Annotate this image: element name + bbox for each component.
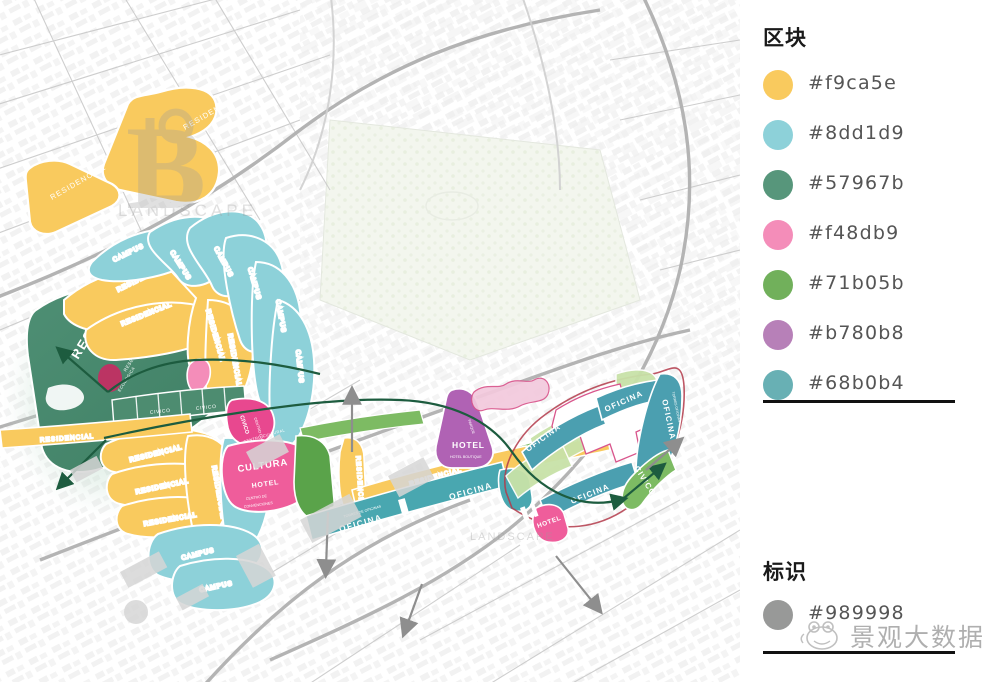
svg-text:HOTEL: HOTEL <box>452 440 485 450</box>
legend-row-marker[interactable]: #989998 <box>740 596 1000 640</box>
legend-row-oficina[interactable]: #68b0b4 <box>740 362 1000 412</box>
swatch-label-oficina: #68b0b4 <box>808 372 905 394</box>
zone-residencial-north: RESIDENCIAL RESIDENCIAL <box>24 86 241 236</box>
zone-residencial-fan-lower: RESIDENCIAL RESIDENCIAL RESIDENCIAL RESI… <box>99 428 234 542</box>
svg-text:PARQUE: PARQUE <box>467 419 476 435</box>
swatch-campus <box>763 120 793 150</box>
masterplan-map[interactable]: RESIDENCIAL RESIDENCIAL RESERVA CIVICO R… <box>0 0 740 682</box>
legend-zone-list: #f9ca5e #8dd1d9 #57967b #f48db9 #71b05b <box>740 62 1000 412</box>
swatch-label-hotel: #b780b8 <box>808 322 905 344</box>
legend-zone-title: 区块 <box>763 26 807 50</box>
swatch-label-marker: #989998 <box>808 602 905 624</box>
svg-text:CIVICO: CIVICO <box>150 408 171 416</box>
legend-row-reserva[interactable]: #57967b <box>740 162 1000 212</box>
legend-marker-title: 标识 <box>763 560 807 584</box>
svg-text:HOTEL: HOTEL <box>251 479 279 490</box>
swatch-reserva <box>763 170 793 200</box>
swatch-marker <box>763 600 793 630</box>
basemap-foreground-buildings <box>69 434 435 624</box>
svg-text:CENTRO DE: CENTRO DE <box>246 494 268 501</box>
zone-campus-upper: CAMPUS CAMPUS CAMPUS CAMPUS CAMPUS CAMPU… <box>87 210 316 449</box>
svg-text:CIVICO: CIVICO <box>196 404 217 412</box>
legend-row-corredor-verde[interactable]: #71b05b <box>740 262 1000 312</box>
swatch-corredor-verde <box>763 270 793 300</box>
legend-divider-bottom <box>763 651 955 654</box>
swatch-label-corredor-verde: #71b05b <box>808 272 905 294</box>
green-route <box>55 346 667 511</box>
swatch-label-reserva: #57967b <box>808 172 905 194</box>
swatch-label-residencial: #f9ca5e <box>808 72 897 94</box>
legend-panel: 区块 #f9ca5e #8dd1d9 #57967b #f48db9 #71b0… <box>740 0 1000 682</box>
legend-row-cultura[interactable]: #f48db9 <box>740 212 1000 262</box>
map-canvas: RESIDENCIAL RESIDENCIAL RESERVA CIVICO R… <box>0 0 740 682</box>
landscape-mini-mark: LANDSCAPE <box>470 531 555 543</box>
svg-text:HOTEL BOUTIQUE: HOTEL BOUTIQUE <box>450 455 482 459</box>
svg-text:LANDSCAPE: LANDSCAPE <box>470 531 555 543</box>
swatch-oficina <box>763 370 793 400</box>
swatch-hotel <box>763 320 793 350</box>
swatch-cultura <box>763 220 793 250</box>
swatch-residencial <box>763 70 793 100</box>
legend-row-campus[interactable]: #8dd1d9 <box>740 112 1000 162</box>
svg-text:TORRES OFICINAS: TORRES OFICINAS <box>671 391 682 423</box>
legend-divider-top <box>763 400 955 403</box>
corridor-civico-spine: CIVICO CIVICO <box>111 385 247 427</box>
swatch-label-cultura: #f48db9 <box>808 222 900 244</box>
legend-row-hotel[interactable]: #b780b8 <box>740 312 1000 362</box>
svg-text:CONVENCIONES: CONVENCIONES <box>244 501 274 509</box>
svg-text:CIVICO: CIVICO <box>238 415 250 436</box>
swatch-label-campus: #8dd1d9 <box>808 122 905 144</box>
legend-row-residencial[interactable]: #f9ca5e <box>740 62 1000 112</box>
